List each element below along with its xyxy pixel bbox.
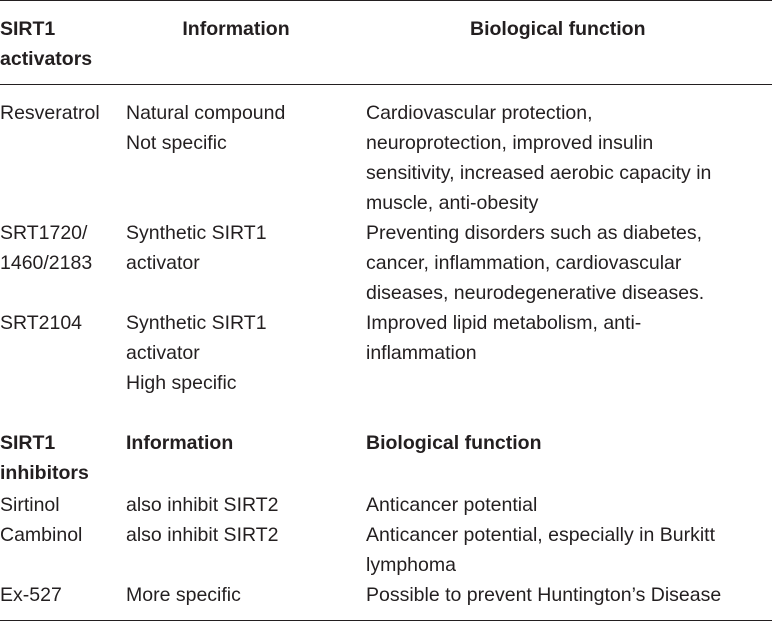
- inhibitor-function: Possible to prevent Huntington’s Disease: [366, 584, 722, 606]
- inhibitor-info: also inhibit SIRT2: [126, 524, 279, 546]
- activator-function: Cardiovascular protection, neuroprotecti…: [366, 102, 712, 214]
- inhibitors-header-biological-function: Biological function: [366, 432, 542, 454]
- header-biological-function: Biological function: [470, 18, 646, 40]
- header-inhibitors: SIRT1 inhibitors: [0, 432, 89, 484]
- activator-name: SRT2104: [0, 312, 83, 334]
- activator-function: Improved lipid metabolism, anti- inflamm…: [366, 312, 642, 364]
- inhibitors-header-information: Information: [126, 432, 234, 454]
- activator-info: Synthetic SIRT1 activator: [126, 222, 267, 274]
- header-rule: [0, 84, 772, 85]
- inhibitor-name: Cambinol: [0, 524, 83, 546]
- header-information: Information: [182, 18, 290, 40]
- inhibitor-info: also inhibit SIRT2: [126, 494, 279, 516]
- activator-function: Preventing disorders such as diabetes, c…: [366, 222, 705, 304]
- activator-name: SRT1720/ 1460/2183: [0, 222, 93, 274]
- bottom-rule: [0, 620, 772, 621]
- inhibitor-name: Ex-527: [0, 584, 62, 606]
- top-rule: [0, 0, 772, 1]
- activator-info: Natural compound Not specific: [126, 102, 286, 154]
- inhibitor-function: Anticancer potential: [366, 494, 538, 516]
- activator-name: Resveratrol: [0, 102, 100, 124]
- inhibitor-name: Sirtinol: [0, 494, 60, 516]
- inhibitor-function: Anticancer potential, especially in Burk…: [366, 524, 716, 576]
- inhibitor-info: More specific: [126, 584, 241, 606]
- header-activators: SIRT1 activators: [0, 18, 93, 70]
- activator-info: Synthetic SIRT1 activator High specific: [126, 312, 267, 394]
